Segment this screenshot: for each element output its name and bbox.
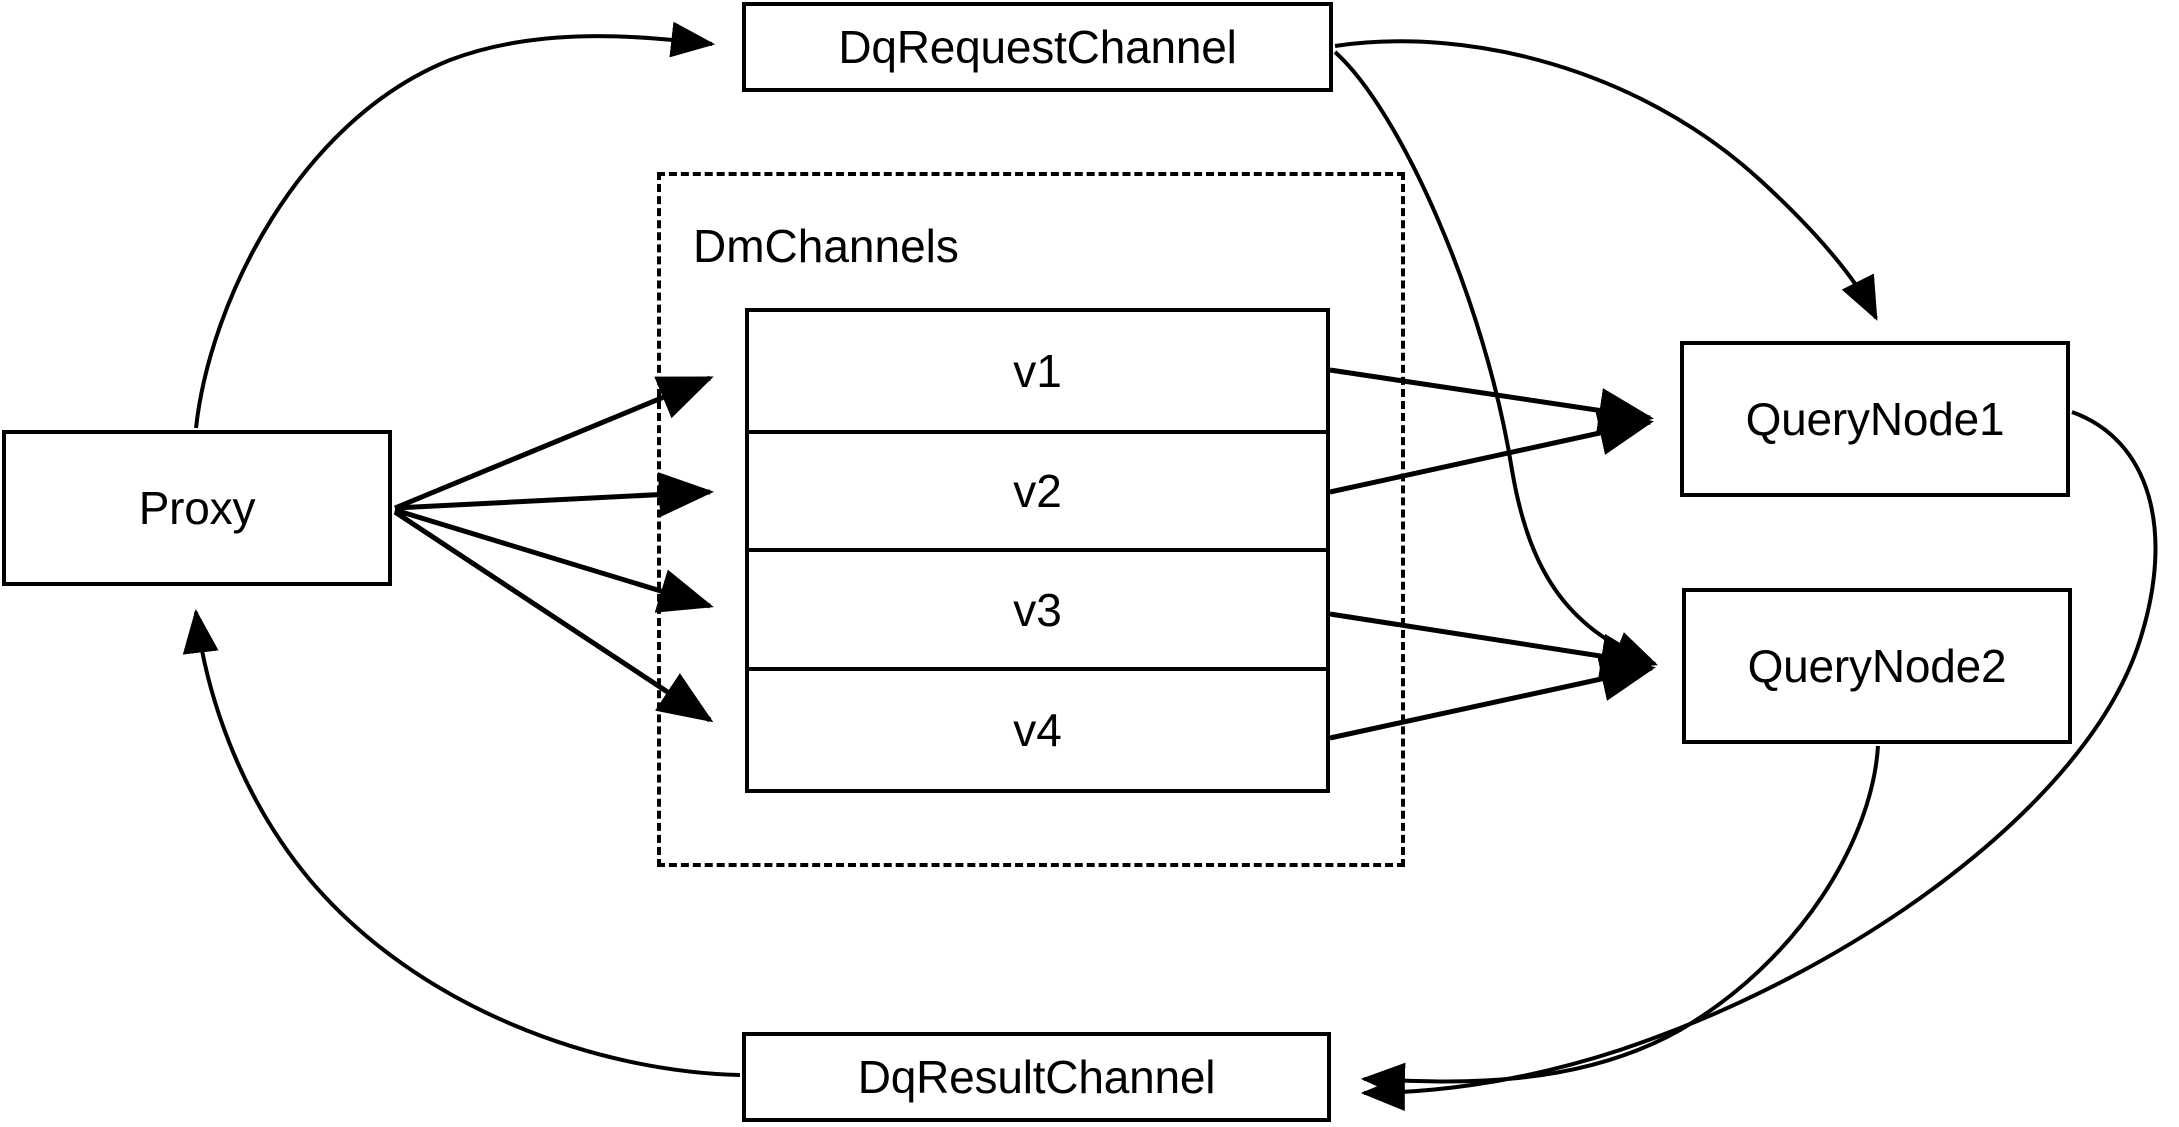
edge-v4-to-querynode2: [1329, 656, 1656, 741]
node-dq-result-channel-label: DqResultChannel: [857, 1051, 1216, 1103]
edge-v3-to-querynode2: [1329, 611, 1656, 679]
node-proxy-label: Proxy: [138, 482, 256, 534]
node-dq-request-channel-label: DqRequestChannel: [838, 21, 1237, 73]
edge-querynode2-to-dqresultchannel: [1360, 745, 1880, 1099]
table-row[interactable]: v1: [749, 312, 1326, 434]
edge-v1-to-querynode1: [1329, 367, 1654, 433]
edge-dqrequestchannel-to-querynode2: [1333, 50, 1658, 666]
table-row[interactable]: v3: [749, 552, 1326, 671]
dm-channel-v4-label: v4: [1013, 704, 1062, 756]
node-query-node-2-label: QueryNode2: [1747, 640, 2007, 692]
group-dm-channels-title: DmChannels: [693, 220, 959, 272]
edge-querynode1-to-dqresultchannel: [1360, 410, 2158, 1111]
edge-dqresultchannel-to-proxy: [182, 608, 741, 1077]
node-query-node-2[interactable]: QueryNode2: [1682, 588, 2072, 744]
edge-proxy-to-dqrequestchannel: [194, 21, 716, 429]
edge-dqrequestchannel-to-querynode1: [1334, 39, 1878, 321]
dm-channel-v1-label: v1: [1013, 345, 1062, 397]
dm-channel-v2-label: v2: [1013, 465, 1062, 517]
table-row[interactable]: v4: [749, 671, 1326, 789]
dm-channels-table: v1 v2 v3 v4: [745, 308, 1330, 793]
edge-v2-to-querynode1: [1329, 410, 1654, 495]
node-dq-request-channel[interactable]: DqRequestChannel: [742, 2, 1333, 92]
table-row[interactable]: v2: [749, 434, 1326, 552]
group-dm-channels: [657, 172, 1405, 867]
node-proxy[interactable]: Proxy: [2, 430, 392, 586]
dm-channel-v3-label: v3: [1013, 583, 1062, 636]
node-dq-result-channel[interactable]: DqResultChannel: [742, 1032, 1331, 1122]
node-query-node-1[interactable]: QueryNode1: [1680, 341, 2070, 497]
node-query-node-1-label: QueryNode1: [1745, 393, 2005, 445]
